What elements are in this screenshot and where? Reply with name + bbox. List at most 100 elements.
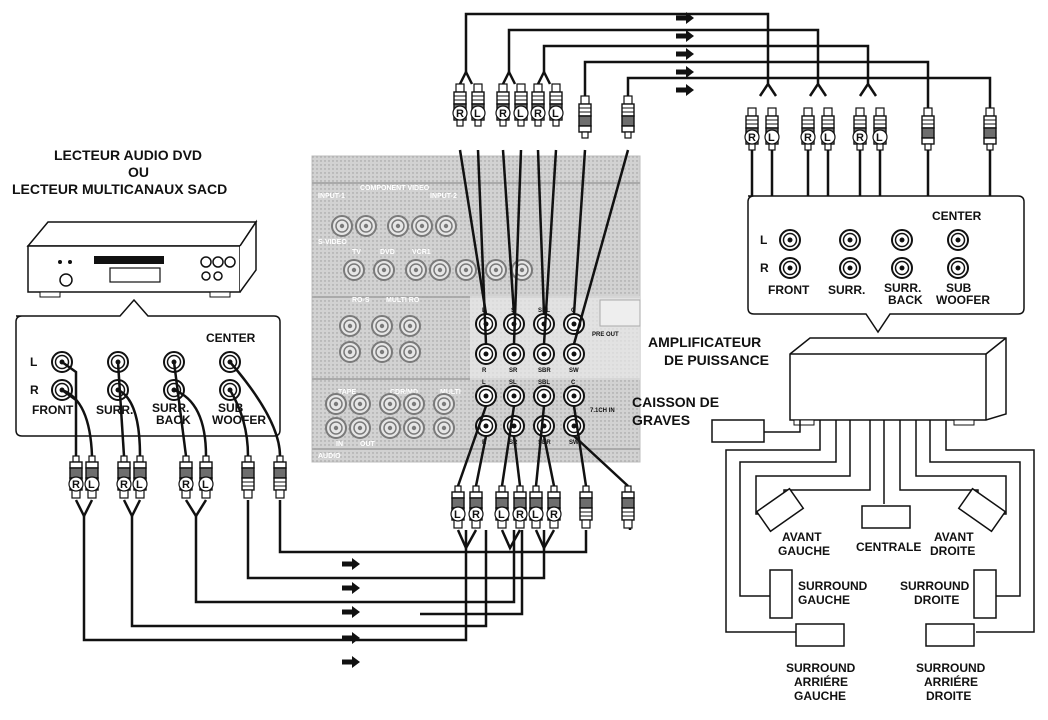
arrow-icon: [342, 558, 360, 570]
source-title-line2: OU: [128, 164, 149, 180]
arrow-icon: [342, 606, 360, 618]
plug-letter-l: L: [474, 108, 481, 120]
plug-letter-l: L: [454, 509, 461, 521]
receiver-top-plugs: R L R L R L: [452, 83, 635, 139]
plug-letter-r: R: [516, 509, 524, 521]
plug-letter-l: L: [88, 479, 95, 491]
receiver-pre-out-label: PRE OUT: [592, 332, 619, 338]
in-sbl-label: SBL: [538, 380, 550, 386]
plug-letter-l: L: [517, 108, 524, 120]
in-sl-label: SL: [509, 380, 517, 386]
receiver-vcr1-label: VCR1: [412, 249, 431, 256]
speaker-front-right-label-2: DROITE: [930, 544, 975, 558]
amp-surr-label: SURR.: [828, 283, 865, 297]
amplifier-input-panel: L R FRONT SURR. SURR. BACK CENTER SUB WO…: [747, 195, 1025, 334]
receiver-back-panel: COMPONENT VIDEO INPUT-1 INPUT-2 S-VIDEO …: [311, 155, 641, 463]
receiver-tape-label: TAPE: [338, 389, 356, 396]
amp-front-label: FRONT: [768, 283, 810, 297]
in-l-label: L: [482, 380, 486, 386]
plug-letter-r: R: [856, 132, 864, 144]
plug-letter-r: R: [72, 479, 80, 491]
source-l-label: L: [30, 355, 37, 369]
in-sr-label: SR: [509, 440, 518, 446]
speakers: AVANT GAUCHE CENTRALE AVANT DROITE SURRO…: [755, 487, 1007, 703]
in-c-label: C: [571, 380, 576, 386]
speaker-surround-back-left-label-2: ARRIÉRE: [794, 674, 848, 689]
speaker-surround-left: [769, 569, 793, 619]
plug-letter-l: L: [532, 509, 539, 521]
receiver-input2-label: INPUT-2: [430, 193, 457, 200]
receiver-dvd-label: DVD: [380, 249, 395, 256]
arrow-icon: [676, 66, 694, 78]
pre-sw-label: SW: [569, 368, 579, 374]
amp-l-label: L: [760, 233, 767, 247]
plug-letter-r: R: [120, 479, 128, 491]
amplifier-plugs: R L R L R L: [744, 107, 997, 151]
source-plugs: R L R L R L: [68, 455, 287, 499]
receiver-cdrmd-label: CDR/MD: [390, 389, 418, 396]
source-r-label: R: [30, 383, 39, 397]
plug-letter-r: R: [534, 108, 542, 120]
amp-surr-back-label-1: SURR.: [884, 281, 921, 295]
plug-letter-r: R: [748, 132, 756, 144]
receiver-audio-label: AUDIO: [318, 453, 341, 460]
plug-letter-l: L: [824, 132, 831, 144]
speaker-surround-back-left-label-3: GAUCHE: [794, 689, 846, 703]
speaker-surround-right-label-1: SURROUND: [900, 579, 970, 593]
plug-letter-l: L: [202, 479, 209, 491]
plug-letter-l: L: [768, 132, 775, 144]
in-sw-label: SW: [569, 440, 579, 446]
source-front-label: FRONT: [32, 403, 74, 417]
speaker-surround-right: [973, 569, 997, 619]
amp-sub-label-1: SUB: [946, 281, 972, 295]
receiver-71ch-in-label: 7.1CH IN: [590, 408, 615, 414]
source-center-label: CENTER: [206, 331, 256, 345]
source-title-line1: LECTEUR AUDIO DVD: [54, 147, 202, 163]
source-output-panel: L R FRONT SURR. SURR. BACK CENTER SUB WO…: [15, 298, 281, 437]
disc-tray: [94, 256, 164, 264]
plug-letter-r: R: [550, 509, 558, 521]
speaker-front-right-label-1: AVANT: [934, 530, 974, 544]
bottom-cables: [61, 360, 632, 642]
speaker-surround-right-label-2: DROITE: [914, 593, 959, 607]
amp-sub-label-2: WOOFER: [936, 293, 990, 307]
speaker-center: [861, 505, 911, 529]
receiver-bottom-plugs: L R L R L R: [450, 485, 635, 529]
receiver-in-label: IN: [336, 441, 343, 448]
plug-letter-l: L: [876, 132, 883, 144]
speaker-surround-back-left: [795, 623, 845, 647]
speaker-surround-back-right: [925, 623, 975, 647]
subwoofer-label-line1: CAISSON DE: [632, 394, 719, 410]
speaker-front-right: [957, 487, 1007, 533]
plug-letter-r: R: [804, 132, 812, 144]
receiver-multi-label: MULTI: [440, 389, 461, 396]
source-player: LECTEUR AUDIO DVD OU LECTEUR MULTICANAUX…: [12, 147, 258, 298]
speaker-surround-back-left-label-1: SURROUND: [786, 661, 856, 675]
receiver-out-label: OUT: [360, 441, 376, 448]
pre-r-label: R: [482, 368, 487, 374]
speaker-surround-left-label-1: SURROUND: [798, 579, 868, 593]
plug-letter-r: R: [182, 479, 190, 491]
amp-surr-back-label-2: BACK: [888, 293, 923, 307]
amplifier-title-line1: AMPLIFICATEUR: [648, 334, 761, 350]
arrow-icon: [676, 48, 694, 60]
plug-letter-l: L: [552, 108, 559, 120]
receiver-multi-ro-label: MULTI RO: [386, 297, 420, 304]
plug-letter-r: R: [499, 108, 507, 120]
subwoofer: CAISSON DE GRAVES: [632, 394, 765, 443]
plug-letter-r: R: [472, 509, 480, 521]
source-surr-label: SURR.: [96, 403, 133, 417]
plug-letter-l: L: [136, 479, 143, 491]
receiver-svideo-label: S-VIDEO: [318, 239, 347, 246]
amp-center-label: CENTER: [932, 209, 982, 223]
speaker-center-label: CENTRALE: [856, 540, 921, 554]
receiver-tv-label: TV: [352, 249, 361, 256]
speaker-front-left-label-1: AVANT: [782, 530, 822, 544]
arrow-icon: [676, 30, 694, 42]
power-button: [59, 273, 73, 287]
display-window: [109, 267, 161, 283]
arrow-icon: [342, 656, 360, 668]
receiver-component-video-label: COMPONENT VIDEO: [360, 185, 430, 192]
subwoofer-label-line2: GRAVES: [632, 412, 690, 428]
